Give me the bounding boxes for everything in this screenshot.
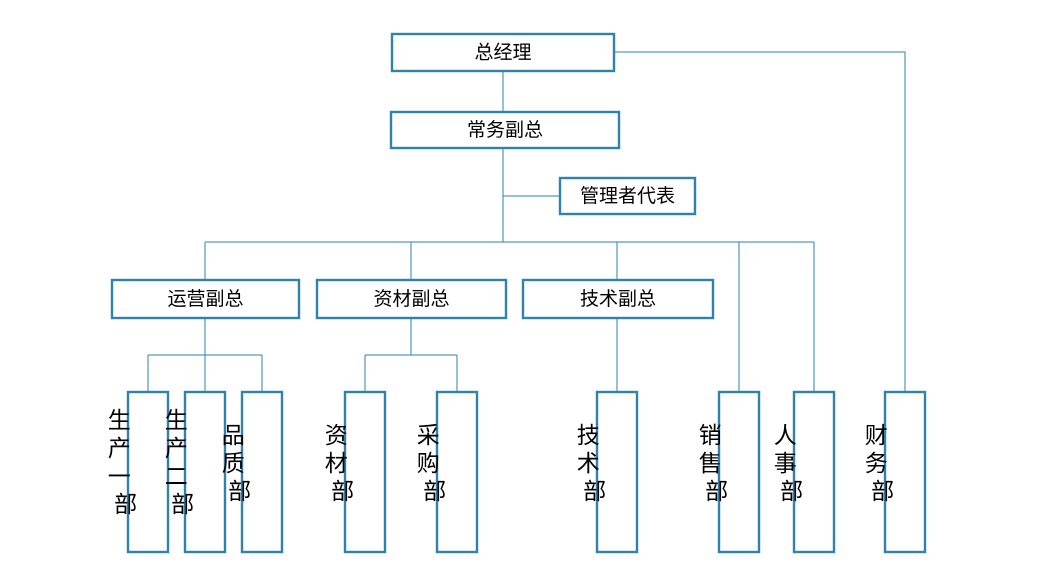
node-dept-hr[interactable]: 人 事 部 <box>774 390 855 554</box>
vp-operations-box[interactable] <box>110 278 301 320</box>
executive-vp-label: 常务副总 <box>467 119 543 141</box>
dept-production-2-label: 生 产 二 部 <box>165 407 246 517</box>
node-dept-quality[interactable]: 品 质 部 <box>222 390 303 554</box>
node-vp-operations[interactable]: 运营副总 <box>110 278 301 320</box>
dept-finance-label: 财 务 部 <box>865 422 946 504</box>
general-manager-label: 总经理 <box>474 42 531 64</box>
dept-materials-label: 资 材 部 <box>325 422 406 504</box>
vp-materials-box[interactable] <box>315 278 508 320</box>
dept-purchasing-label: 采 购 部 <box>417 422 498 504</box>
node-general-manager[interactable]: 总经理 <box>390 32 616 73</box>
vp-technology-box[interactable] <box>521 278 715 320</box>
node-dept-sales[interactable]: 销 售 部 <box>699 390 780 554</box>
executive-vp-box[interactable] <box>389 110 621 150</box>
dept-technology-label: 技 术 部 <box>577 422 658 504</box>
dept-production-2-box[interactable] <box>183 390 227 554</box>
dept-production-1-label: 生 产 一 部 <box>108 407 189 517</box>
dept-quality-box[interactable] <box>240 390 284 554</box>
node-dept-purchasing[interactable]: 采 购 部 <box>417 390 498 554</box>
vp-technology-label: 技术副总 <box>580 288 656 310</box>
dept-production-1-box[interactable] <box>126 390 170 554</box>
node-dept-production-2[interactable]: 生 产 二 部 <box>165 390 246 554</box>
node-vp-technology[interactable]: 技术副总 <box>521 278 715 320</box>
dept-sales-label: 销 售 部 <box>699 422 780 504</box>
dept-quality-label: 品 质 部 <box>222 422 303 504</box>
dept-finance-box[interactable] <box>883 390 927 554</box>
dept-technology-box[interactable] <box>595 390 639 554</box>
node-dept-technology[interactable]: 技 术 部 <box>577 390 658 554</box>
management-representative-label: 管理者代表 <box>580 185 675 207</box>
node-dept-finance[interactable]: 财 务 部 <box>865 390 946 554</box>
dept-purchasing-box[interactable] <box>435 390 479 554</box>
edge-gm-to-finance <box>614 51 906 392</box>
vp-materials-label: 资材副总 <box>373 288 449 310</box>
connector-layer <box>147 51 906 392</box>
node-dept-materials[interactable]: 资 材 部 <box>325 390 406 554</box>
node-dept-production-1[interactable]: 生 产 一 部 <box>108 390 189 554</box>
dept-materials-box[interactable] <box>343 390 387 554</box>
vp-operations-label: 运营副总 <box>167 288 243 310</box>
dept-sales-box[interactable] <box>717 390 761 554</box>
general-manager-box[interactable] <box>390 32 616 73</box>
node-management-representative[interactable]: 管理者代表 <box>558 176 697 216</box>
management-representative-box[interactable] <box>558 176 697 216</box>
node-executive-vp[interactable]: 常务副总 <box>389 110 621 150</box>
node-vp-materials[interactable]: 资材副总 <box>315 278 508 320</box>
dept-hr-box[interactable] <box>792 390 836 554</box>
dept-hr-label: 人 事 部 <box>774 422 855 504</box>
